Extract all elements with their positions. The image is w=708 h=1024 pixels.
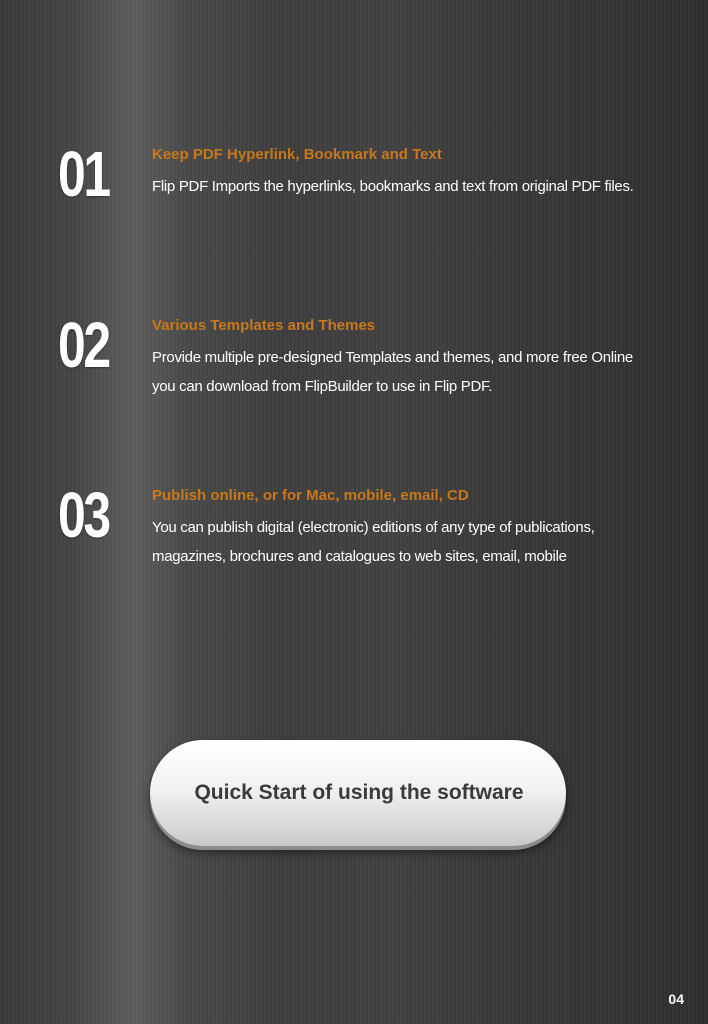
feature-description: Flip PDF Imports the hyperlinks, bookmar… bbox=[152, 178, 634, 195]
feature-description: Provide multiple pre-designed Templates … bbox=[152, 349, 633, 395]
feature-description: You can publish digital (electronic) edi… bbox=[152, 519, 595, 565]
feature-number: 01 bbox=[58, 138, 111, 210]
feature-number: 02 bbox=[58, 309, 111, 381]
feature-number: 03 bbox=[58, 479, 111, 551]
quick-start-label: Quick Start of using the software bbox=[194, 781, 524, 804]
feature-title: Various Templates and Themes bbox=[152, 317, 376, 334]
quick-start-button[interactable]: Quick Start of using the software bbox=[150, 740, 566, 846]
page-number: 04 bbox=[668, 991, 684, 1007]
feature-title: Keep PDF Hyperlink, Bookmark and Text bbox=[152, 146, 442, 163]
feature-title: Publish online, or for Mac, mobile, emai… bbox=[152, 487, 469, 504]
